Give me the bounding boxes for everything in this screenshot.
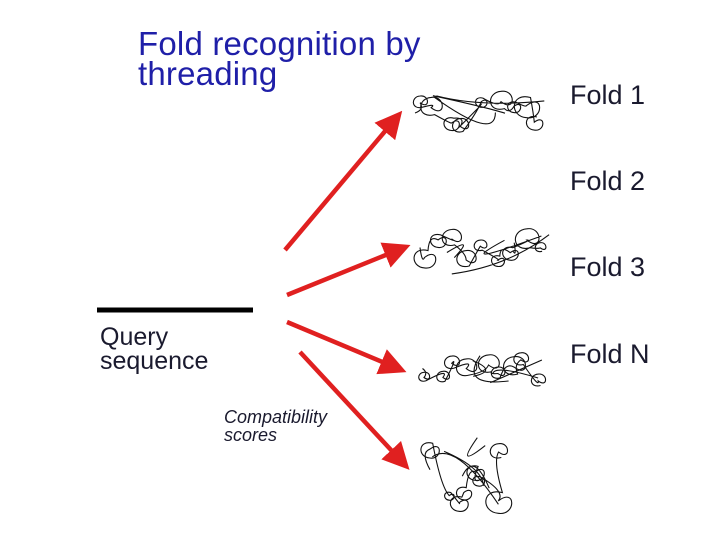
arrow-to-fold-n	[298, 350, 410, 470]
fold-label-2: Fold 2	[570, 166, 646, 196]
fold-strand	[420, 437, 513, 514]
fold-strand	[413, 228, 550, 275]
arrow-to-fold-2	[286, 242, 411, 298]
title-line-2: threading	[138, 55, 278, 92]
title-line-1: Fold recognition by	[138, 25, 421, 62]
arrow-to-fold-3	[286, 319, 407, 375]
fold-label-n: Fold N	[570, 339, 650, 369]
query-sequence-label: Query sequence	[100, 323, 209, 375]
fold-strand	[412, 90, 545, 133]
arrow-to-fold-1	[283, 110, 403, 252]
fold-label-1: Fold 1	[570, 80, 646, 110]
protein-structure-icon	[412, 90, 545, 133]
protein-structure-icon	[418, 352, 547, 387]
query-line-2: sequence	[100, 347, 209, 375]
scores-line-2: scores	[224, 425, 278, 445]
compatibility-scores-label: Compatibility scores	[224, 408, 327, 444]
slide-title: Fold recognition by threading	[138, 25, 421, 92]
fold-label-3: Fold 3	[570, 252, 646, 282]
query-line-1: Query	[100, 323, 169, 351]
scores-line-1: Compatibility	[224, 407, 328, 427]
fold-strand	[418, 352, 547, 387]
protein-structure-icon	[420, 437, 513, 514]
protein-structure-icon	[413, 228, 550, 275]
